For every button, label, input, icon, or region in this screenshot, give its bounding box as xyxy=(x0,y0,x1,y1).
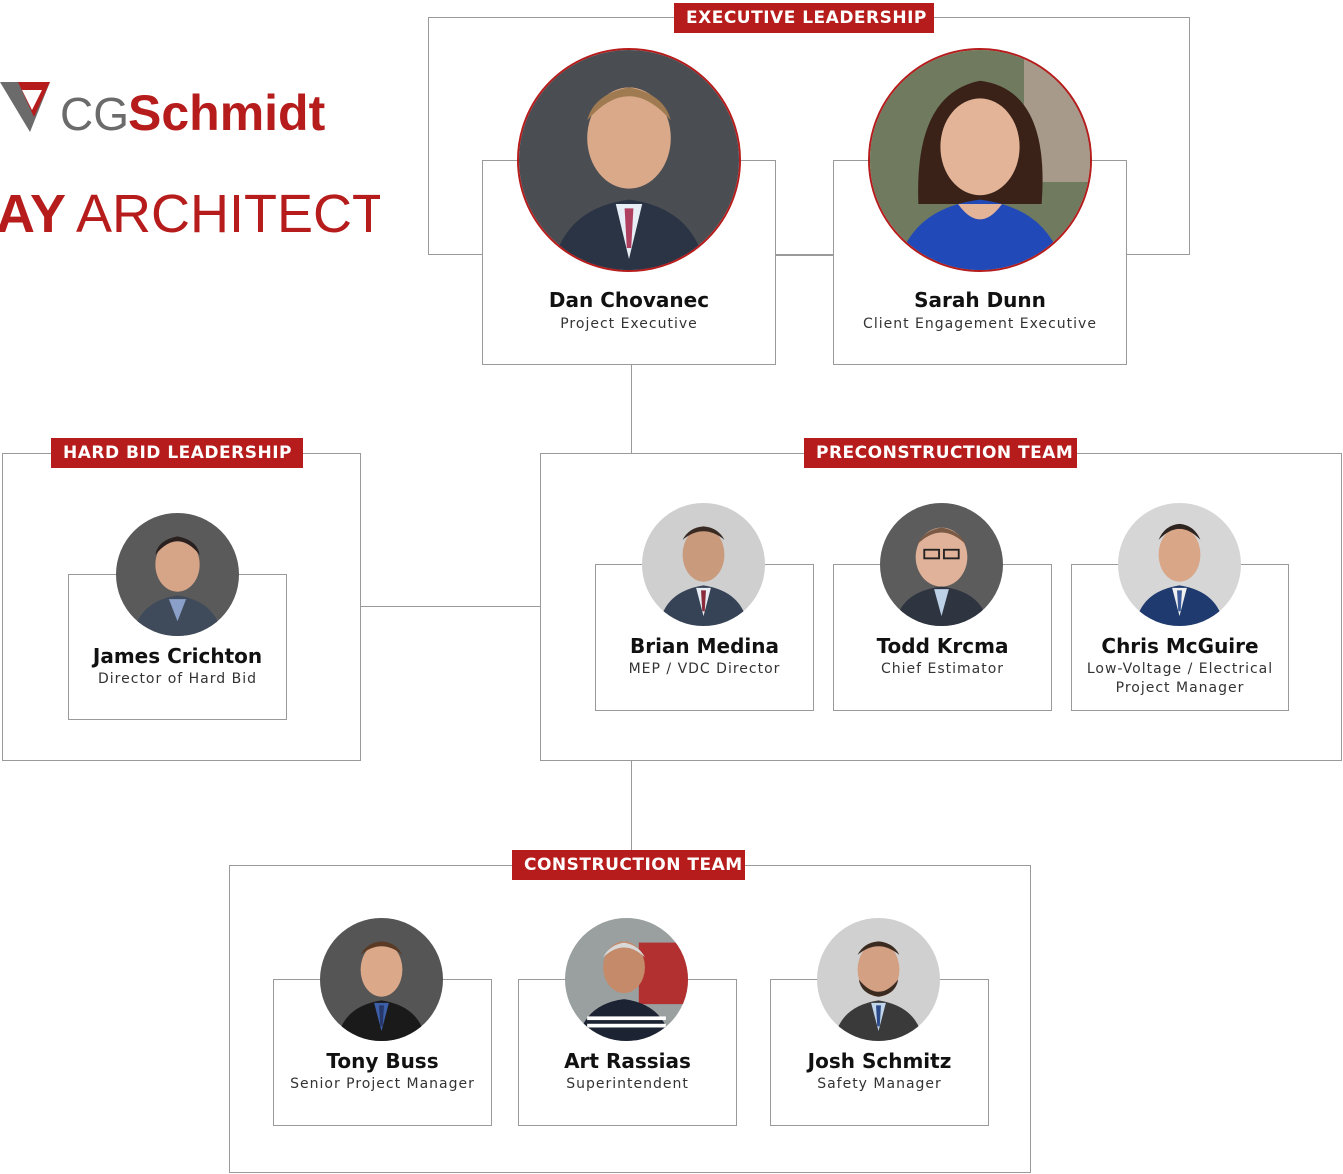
person-role-line2: Project Manager xyxy=(1115,680,1245,696)
architects-logo: AY ARCHITECTS xyxy=(0,184,380,242)
person-role: Client Engagement Executive xyxy=(863,316,1097,332)
logo-cg-text: CG xyxy=(60,88,129,140)
avatar-art xyxy=(565,918,688,1041)
avatar-dan xyxy=(517,48,741,272)
person-name: Art Rassias xyxy=(564,1049,691,1073)
connector-precon-to-construction xyxy=(631,761,632,865)
person-name: Todd Krcma xyxy=(876,634,1009,658)
person-role: Safety Manager xyxy=(817,1076,942,1092)
person-role: Chief Estimator xyxy=(880,661,1005,677)
section-banner-precon: PRECONSTRUCTION TEAM xyxy=(804,438,1077,468)
avatar-sarah xyxy=(868,48,1092,272)
connector-exec-to-precon xyxy=(631,365,632,453)
person-card-james: James Crichton Director of Hard Bid xyxy=(68,574,287,720)
person-role-line1: Low-Voltage / Electrical xyxy=(1086,661,1274,677)
section-banner-hard-bid: HARD BID LEADERSHIP xyxy=(51,438,303,468)
person-name: Chris McGuire xyxy=(1101,634,1259,658)
person-role: Project Executive xyxy=(560,316,698,332)
avatar-todd xyxy=(880,503,1003,626)
logo-ay-text: AY xyxy=(0,184,66,242)
cgschmidt-mark-icon xyxy=(0,82,50,132)
avatar-tony xyxy=(320,918,443,1041)
person-name: Tony Buss xyxy=(326,1049,439,1073)
connector-hardbid-to-precon xyxy=(361,606,540,607)
logo-schmidt-text: Schmidt xyxy=(128,85,326,141)
avatar-james xyxy=(116,513,239,636)
logo-architects-text: ARCHITECTS xyxy=(76,184,380,242)
avatar-chris xyxy=(1118,503,1241,626)
cgschmidt-logo: CG Schmidt xyxy=(0,82,326,141)
person-role: Senior Project Manager xyxy=(290,1076,475,1092)
person-name: James Crichton xyxy=(92,644,263,668)
avatar-josh xyxy=(817,918,940,1041)
person-role: Superintendent xyxy=(566,1076,689,1092)
person-name: Sarah Dunn xyxy=(914,288,1046,312)
section-banner-construction: CONSTRUCTION TEAM xyxy=(512,850,745,880)
person-role: MEP / VDC Director xyxy=(628,661,781,677)
person-name: Brian Medina xyxy=(629,634,780,658)
avatar-brian xyxy=(642,503,765,626)
person-name: Josh Schmitz xyxy=(807,1049,952,1073)
connector-exec-cards xyxy=(776,255,833,256)
person-role: Director of Hard Bid xyxy=(98,671,257,687)
section-banner-executive: EXECUTIVE LEADERSHIP xyxy=(674,3,934,33)
person-name: Dan Chovanec xyxy=(548,288,710,312)
